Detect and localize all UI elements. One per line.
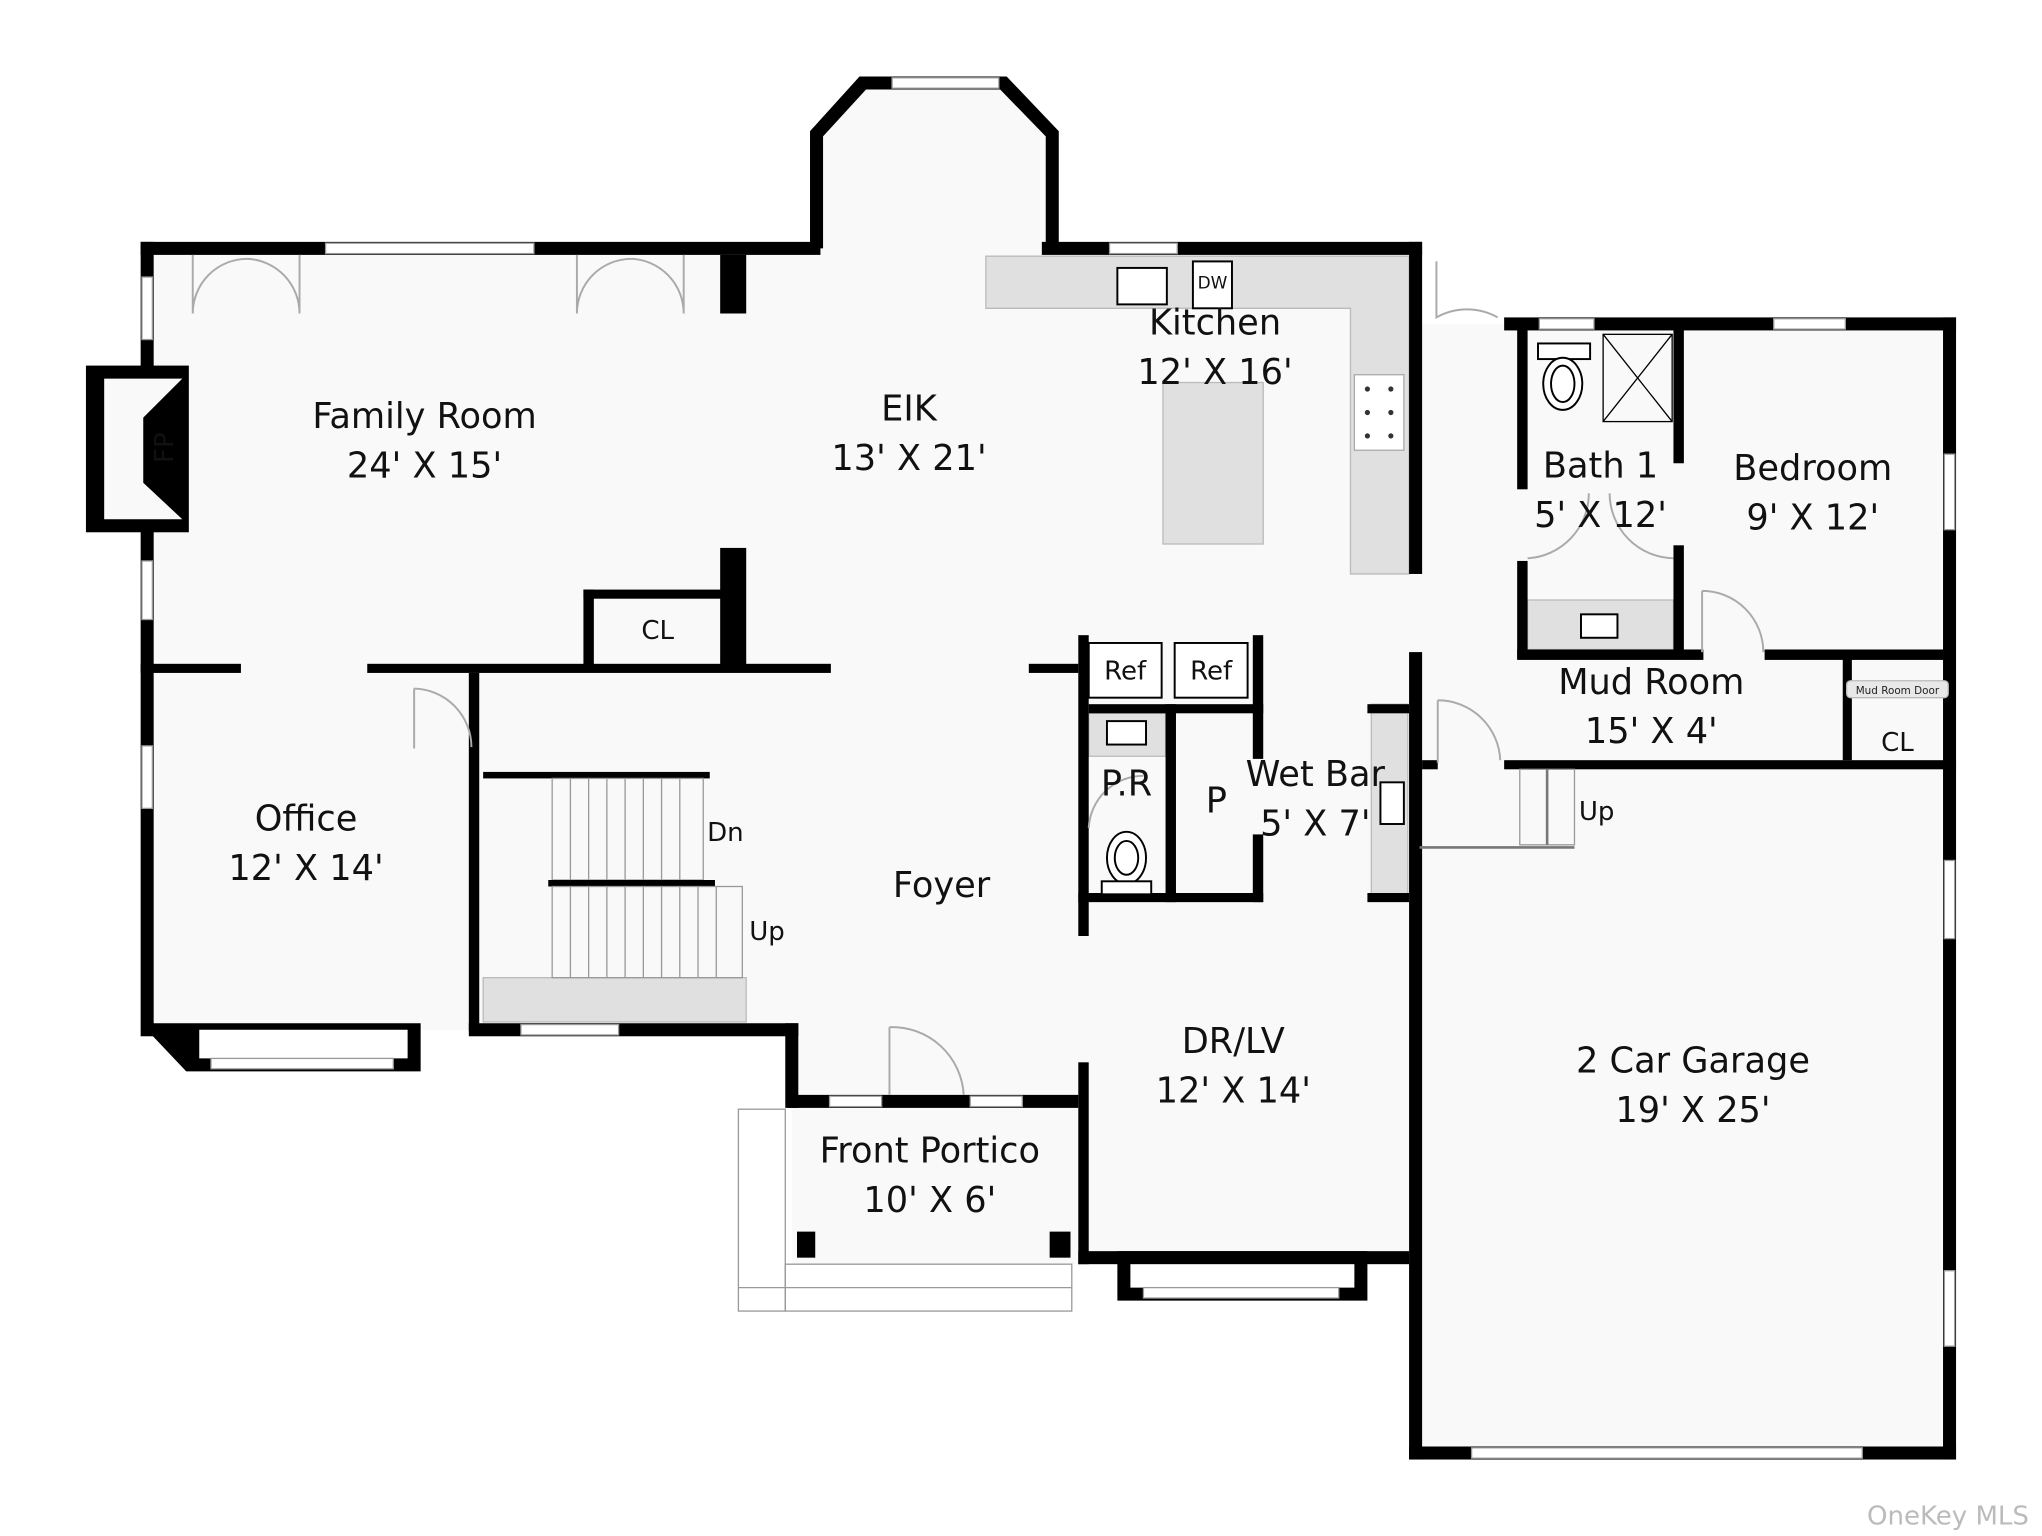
closet-label: CL <box>641 616 674 646</box>
office-size: 12' X 14' <box>228 848 383 889</box>
bedroom-name: Bedroom <box>1733 448 1892 489</box>
pr-toilet-icon <box>1100 830 1153 896</box>
refrigerator-2 <box>1173 642 1249 699</box>
shower-icon <box>1602 333 1673 423</box>
stairs-up-label: Up <box>749 917 785 947</box>
foyer-name: Foyer <box>893 865 991 906</box>
family-room-name: Family Room <box>312 396 536 437</box>
toilet-icon <box>1537 342 1592 411</box>
wet-bar-name: Wet Bar <box>1246 754 1386 795</box>
family-room-size: 24' X 15' <box>347 446 502 487</box>
front-portico-size: 10' X 6' <box>863 1180 996 1221</box>
door-swings <box>191 254 1765 1095</box>
floor-areas <box>147 81 1950 1454</box>
pantry-name: P <box>1206 780 1227 821</box>
mud-room-name: Mud Room <box>1558 662 1744 703</box>
bath1-size: 5' X 12' <box>1534 495 1667 536</box>
mud-room-door-tag <box>1846 680 1949 699</box>
dr-lv-name: DR/LV <box>1182 1021 1285 1062</box>
powder-room-name: P.R <box>1101 763 1152 804</box>
stairs-down-label: Dn <box>707 818 744 848</box>
ref1-label: Ref <box>1104 656 1147 686</box>
cooktop-icon <box>1353 374 1405 451</box>
stairs <box>483 768 1576 1312</box>
garage-size: 19' X 25' <box>1615 1090 1770 1131</box>
front-portico-name: Front Portico <box>820 1131 1040 1172</box>
garage-stairs-up-label: Up <box>1579 797 1615 827</box>
ref2-label: Ref <box>1190 656 1233 686</box>
eik-size: 13' X 21' <box>831 438 986 479</box>
fireplace-label: FP <box>150 432 180 463</box>
bedroom-size: 9' X 12' <box>1746 498 1879 539</box>
wet-bar-sink-icon <box>1379 781 1405 825</box>
windows <box>141 77 1956 1459</box>
garage-name: 2 Car Garage <box>1576 1041 1810 1082</box>
pr-sink-icon <box>1105 720 1147 746</box>
refrigerator-1 <box>1087 642 1163 699</box>
bath1-name: Bath 1 <box>1543 446 1658 487</box>
wet-bar-size: 5' X 7' <box>1260 804 1370 845</box>
mud-room-size: 15' X 4' <box>1585 711 1718 752</box>
dishwasher-icon <box>1191 260 1233 310</box>
office-name: Office <box>255 799 358 840</box>
room-labels: Family Room 24' X 15' EIK 13' X 21' Kitc… <box>228 302 1892 1221</box>
eik-name: EIK <box>881 388 938 429</box>
mud-closet-label: CL <box>1881 728 1914 758</box>
watermark: OneKey MLS <box>1867 1502 2029 1532</box>
kitchen-name: Kitchen <box>1149 302 1281 343</box>
kitchen-size: 12' X 16' <box>1137 352 1292 393</box>
fixtures <box>1087 260 1673 896</box>
mud-room-door-tag-text: Mud Room Door <box>1856 685 1940 697</box>
dishwasher-label: DW <box>1198 273 1228 293</box>
bath-sink-icon <box>1580 613 1619 639</box>
fixture-labels: FP CL Mud Room Door CL DW Ref Ref Dn Up … <box>150 273 1949 947</box>
kitchen-sink-icon <box>1116 266 1168 306</box>
dr-lv-size: 12' X 14' <box>1156 1071 1311 1112</box>
